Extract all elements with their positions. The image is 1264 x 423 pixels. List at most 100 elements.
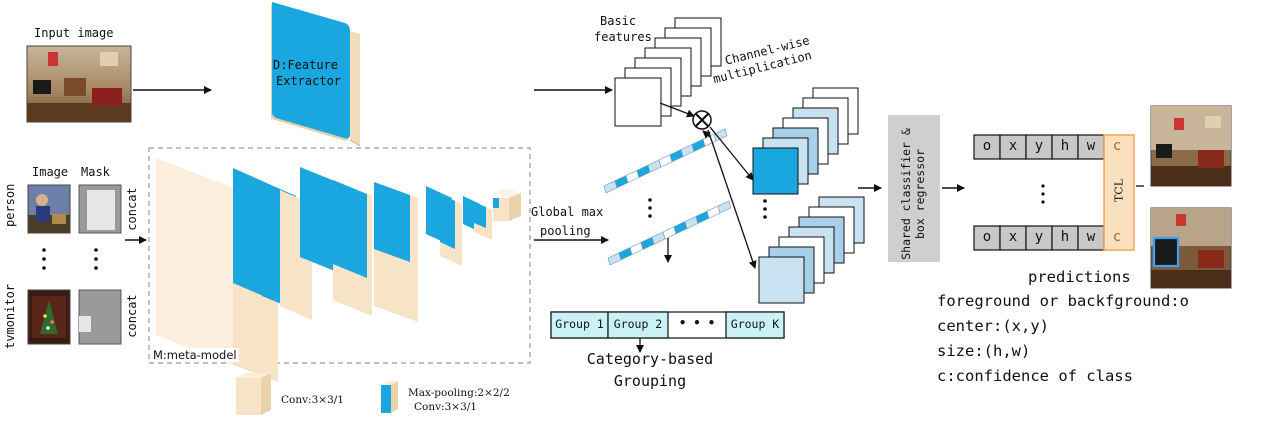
weighted-feature-maps-2 <box>758 196 865 304</box>
meta-input-person-mask <box>78 184 122 234</box>
prediction-legend-2: center:(x,y) <box>937 317 1049 335</box>
pooled-vector-1-cell-3 <box>625 169 640 184</box>
classifier-box <box>888 115 940 262</box>
pooled-vector-1 <box>603 128 728 194</box>
pool-layer-4-front <box>440 194 455 249</box>
pred-row-2-label-6: c <box>1112 229 1122 245</box>
pred-row-2-label-2: x <box>1008 229 1018 245</box>
pred-row-1-cell-4 <box>1051 134 1079 160</box>
vertical-ellipsis <box>42 248 98 270</box>
pool-layer-5-front <box>474 202 486 228</box>
pred-row-1-label-5: w <box>1086 138 1096 154</box>
conv-layer-7-side <box>509 193 521 221</box>
gmp-label-1: Global max <box>531 205 604 219</box>
image-header: Image <box>32 165 69 179</box>
basic-map-1 <box>614 77 662 127</box>
pooled-vector-2-cell-11 <box>717 200 732 214</box>
pooled-vector-2-cell-3 <box>629 241 644 256</box>
group-2-label: Group 2 <box>613 317 663 331</box>
concat-label-2: concat <box>125 294 139 338</box>
pooled-vector-1-cell-7 <box>669 149 684 163</box>
pred-row-1-label-2: x <box>1008 138 1018 154</box>
stack1-map-1 <box>752 147 799 195</box>
tcl-box <box>1103 134 1135 251</box>
meta-model-box <box>148 147 531 364</box>
classifier-label-1: Shared classifier & <box>899 128 913 260</box>
pred-row-2-cell-1 <box>973 225 1001 251</box>
prediction-legend-3: size:(h,w) <box>937 342 1031 360</box>
concat-label-1: concat <box>125 187 139 231</box>
pooled-vector-1-cell-9 <box>691 138 706 152</box>
legend-pool-label-2: Conv:3×3/1 <box>414 401 477 413</box>
meta-input-tvmonitor-mask <box>78 289 122 345</box>
extractor-label-1: D:Feature <box>273 58 339 72</box>
legend-conv-label: Conv:3×3/1 <box>281 394 344 406</box>
conv-layer-7-top <box>493 188 521 198</box>
pred-row-2-cell-2 <box>999 225 1027 251</box>
pred-row-1-label-1: o <box>982 138 992 154</box>
grouping-label-1: Category-based <box>586 350 714 368</box>
stack2-map-1 <box>758 256 805 304</box>
pred-row-2-label-1: o <box>982 229 992 245</box>
pooled-vector-2-cell-9 <box>695 210 710 224</box>
pooled-vector-2-cell-4 <box>640 236 655 250</box>
pred-row-2-cell-5 <box>1077 225 1105 251</box>
group-bar <box>550 311 785 339</box>
pooled-vector-2-cell-10 <box>706 205 721 219</box>
pooled-vector-2-cell-1 <box>607 252 622 266</box>
tvmonitor-class-label: tvmonitor <box>3 283 17 349</box>
input-image-label: Input image <box>34 26 114 40</box>
group-1-label: Group 1 <box>555 317 604 331</box>
pooled-vector-2-cell-7 <box>673 221 688 235</box>
pred-row-1-label-6: c <box>1112 138 1122 154</box>
pooled-vector-2-cell-2 <box>618 247 633 261</box>
pooled-vector-1-cell-8 <box>680 143 695 158</box>
pred-row-1-cell-5 <box>1077 134 1105 160</box>
detection-box <box>1152 236 1180 268</box>
pooled-vector-2-cell-5 <box>651 231 666 245</box>
basic-features-label-1: Basic <box>600 14 637 28</box>
pred-row-1-label-4: h <box>1060 138 1070 154</box>
input-image <box>26 45 132 123</box>
pooled-vector-1-cell-5 <box>647 159 662 173</box>
pred-row-1-cell-2 <box>999 134 1027 160</box>
cnn-layers <box>156 158 521 382</box>
legend-pool-label-1: Max-pooling:2×2/2 <box>408 387 510 399</box>
group-k-label: Group K <box>730 317 780 331</box>
predictions-title: predictions <box>1028 268 1131 286</box>
mask-header: Mask <box>81 165 110 179</box>
pool-layer-6 <box>493 198 499 208</box>
basic-features-label-2: features <box>594 30 652 44</box>
extractor-label-2: Extractor <box>276 74 342 88</box>
pooled-vector-1-cell-11 <box>713 128 728 142</box>
basic-feature-maps <box>614 17 722 127</box>
pooled-vector-2-cell-8 <box>684 215 699 230</box>
prediction-legend-4: c:confidence of class <box>937 367 1133 385</box>
grouping-label-2: Grouping <box>613 372 687 390</box>
pooled-vector-1-cell-1 <box>603 180 618 194</box>
multiply-node <box>659 102 712 130</box>
group-ellipsis-label: • • • <box>678 316 716 330</box>
conv-layer-1-face <box>156 158 233 365</box>
weighted-feature-maps-1 <box>752 87 859 195</box>
output-image-2 <box>1150 207 1232 289</box>
classifier-label-2: box regressor <box>913 149 927 240</box>
gmp-label-2: pooling <box>540 224 591 238</box>
pooled-vector-2 <box>607 200 732 266</box>
pred-row-2-label-4: h <box>1060 229 1070 245</box>
meta-input-tvmonitor-image <box>27 289 71 345</box>
meta-input-person-image <box>27 184 71 234</box>
classifier-label: Shared classifier & box regressor <box>899 119 927 269</box>
pred-row-2-label-5: w <box>1086 229 1096 245</box>
stack-ellipsis <box>763 199 767 219</box>
pred-row-2-cell-4 <box>1051 225 1079 251</box>
legend-pool-block <box>381 381 398 413</box>
prediction-ellipsis <box>1041 184 1045 204</box>
pooled-vector-1-cell-6 <box>658 154 673 168</box>
pooled-vector-1-cell-4 <box>636 164 651 178</box>
output-image-1 <box>1150 105 1232 187</box>
person-class-label: person <box>3 183 17 227</box>
pred-row-1-label-3: y <box>1034 138 1044 154</box>
